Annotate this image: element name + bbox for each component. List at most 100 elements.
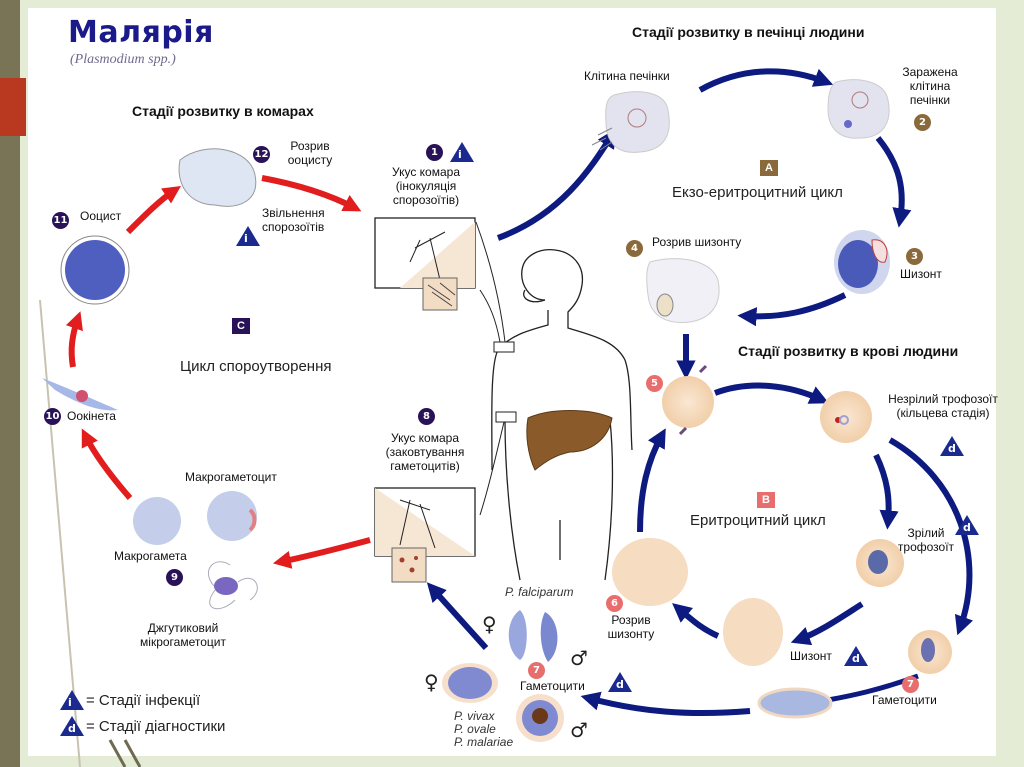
infected-liver-cell <box>827 79 890 139</box>
slide-side-band <box>0 0 20 767</box>
ruptured-liver-schizont <box>646 258 720 324</box>
red-blood-cell <box>662 376 714 428</box>
sporozoites <box>591 127 613 151</box>
decor-line <box>123 739 142 767</box>
diagnostic-marker-icon: d <box>844 646 868 666</box>
infection-marker-icon: i <box>236 226 260 246</box>
stage-label-9: Макрогамета <box>114 549 187 563</box>
stage-label-3: Шизонт <box>900 267 942 281</box>
bite-site-box-lower <box>495 411 517 423</box>
female-symbol: ♀ <box>424 670 439 694</box>
falciparum-label: P. falciparum <box>505 585 574 599</box>
section-heading-blood: Стадії розвитку в крові людини <box>738 343 959 359</box>
stage-number-10: 10 <box>44 408 61 425</box>
diagnostic-marker-icon: d <box>608 672 632 692</box>
blood-schizont-label: Шизонт <box>790 649 832 663</box>
ruptured-blood-schizont <box>612 538 688 606</box>
falciparum-female-gametocyte <box>508 610 527 660</box>
infected-cell-nucleus <box>851 91 869 109</box>
arrow-to-gametocytes <box>580 691 751 717</box>
section-heading-liver: Стадії розвитку в печінці людини <box>632 24 865 40</box>
flagella <box>207 561 258 610</box>
male-symbol: ♂ <box>570 718 588 742</box>
arrow-ookinete-to-oocyst <box>65 311 83 368</box>
bite-site-box-upper <box>493 341 515 353</box>
legend-diagnostic-text: = Стадії діагностики <box>86 718 226 735</box>
blood-schizont-cell <box>723 598 783 666</box>
arrow-rupture-to-rbc <box>637 428 666 533</box>
arrow-gametocytes-to-bite <box>426 582 489 650</box>
bite-inset-1 <box>374 217 476 311</box>
stage-number-11: 11 <box>52 212 69 229</box>
page-subtitle: (Plasmodium spp.) <box>70 52 176 67</box>
cycle-badge-c: C <box>232 318 250 334</box>
arrow-rbc-to-ring <box>713 382 829 404</box>
arrow-mature-to-schizont <box>790 601 864 646</box>
macrogamete <box>133 497 181 545</box>
falciparum-male-gametocyte <box>540 612 558 662</box>
stage-number-9: 9 <box>166 569 183 586</box>
section-heading-mosquito: Стадії розвитку в комарах <box>132 103 314 119</box>
legend-infection-icon: i <box>60 690 84 710</box>
diagnostic-marker-icon: d <box>940 436 964 456</box>
cycle-label-a: Екзо-еритроцитний цикл <box>672 184 843 201</box>
stage-number-1: 1 <box>426 144 443 161</box>
macrogametocyte <box>207 491 257 541</box>
cycle-badge-a: A <box>760 160 778 176</box>
connector-line <box>479 289 501 343</box>
arrow-infected-to-schizont <box>875 136 912 228</box>
diagnostic-marker-icon: d <box>955 515 979 535</box>
arrow-bite-to-gametes <box>272 537 371 569</box>
cycle-label-b: Еритроцитний цикл <box>690 512 826 529</box>
ruptured-oocyst <box>178 148 257 207</box>
arrow-liver-to-infected <box>698 68 834 93</box>
decor-line <box>39 299 81 767</box>
macrogametocyte-label: Макрогаметоцит <box>185 470 277 484</box>
page-title: Малярія <box>68 15 214 50</box>
legend-diagnostic-icon: d <box>60 716 84 736</box>
cycle-label-c: Цикл спороутворення <box>180 358 332 375</box>
arrow-schizont-to-rupture <box>672 603 720 639</box>
microgametocyte <box>214 577 238 595</box>
stage-number-3: 3 <box>906 248 923 265</box>
arrow-bite-to-liver <box>496 128 617 241</box>
liver-cell-label: Клітина печінки <box>584 69 670 83</box>
arrow-oocyst-to-rupture <box>125 186 181 235</box>
male-symbol: ♂ <box>570 646 588 670</box>
stage-label-11: Ооцист <box>80 209 122 223</box>
stage-number-7: 7 <box>528 662 545 679</box>
infection-marker-icon: i <box>450 142 474 162</box>
connector-line <box>479 421 505 516</box>
merozoites <box>678 364 708 436</box>
connector-line <box>475 221 506 343</box>
legend-infection-text: = Стадії інфекції <box>86 692 201 709</box>
stage-number-4: 4 <box>626 240 643 257</box>
gametocytes-label-right: Гаметоцити <box>872 693 937 707</box>
stage-label-4: Розрив шизонту <box>652 235 742 249</box>
arrow-schizont-to-rupture <box>737 292 847 327</box>
arrow-rupture-to-bite <box>261 175 362 212</box>
liver-organ <box>526 410 613 471</box>
stage-number-12: 12 <box>253 146 270 163</box>
liver-cell-nucleus <box>627 108 647 128</box>
stage-number-2: 2 <box>914 114 931 131</box>
decor-line <box>108 739 127 767</box>
arrow-ring-to-mature <box>873 453 899 530</box>
arrow-gamete-to-ookinete <box>81 428 133 500</box>
bite-inset-2 <box>374 487 476 583</box>
female-symbol: ♀ <box>482 612 497 636</box>
parasite-in-cell <box>844 120 852 128</box>
immature-trophozoite-label: Незрілий трофозоїт(кільцева стадія) <box>888 392 998 420</box>
stage-number-7-right: 7 <box>902 676 919 693</box>
slide-accent-bar <box>0 78 26 136</box>
stage-label-10: Оокінета <box>67 409 116 423</box>
